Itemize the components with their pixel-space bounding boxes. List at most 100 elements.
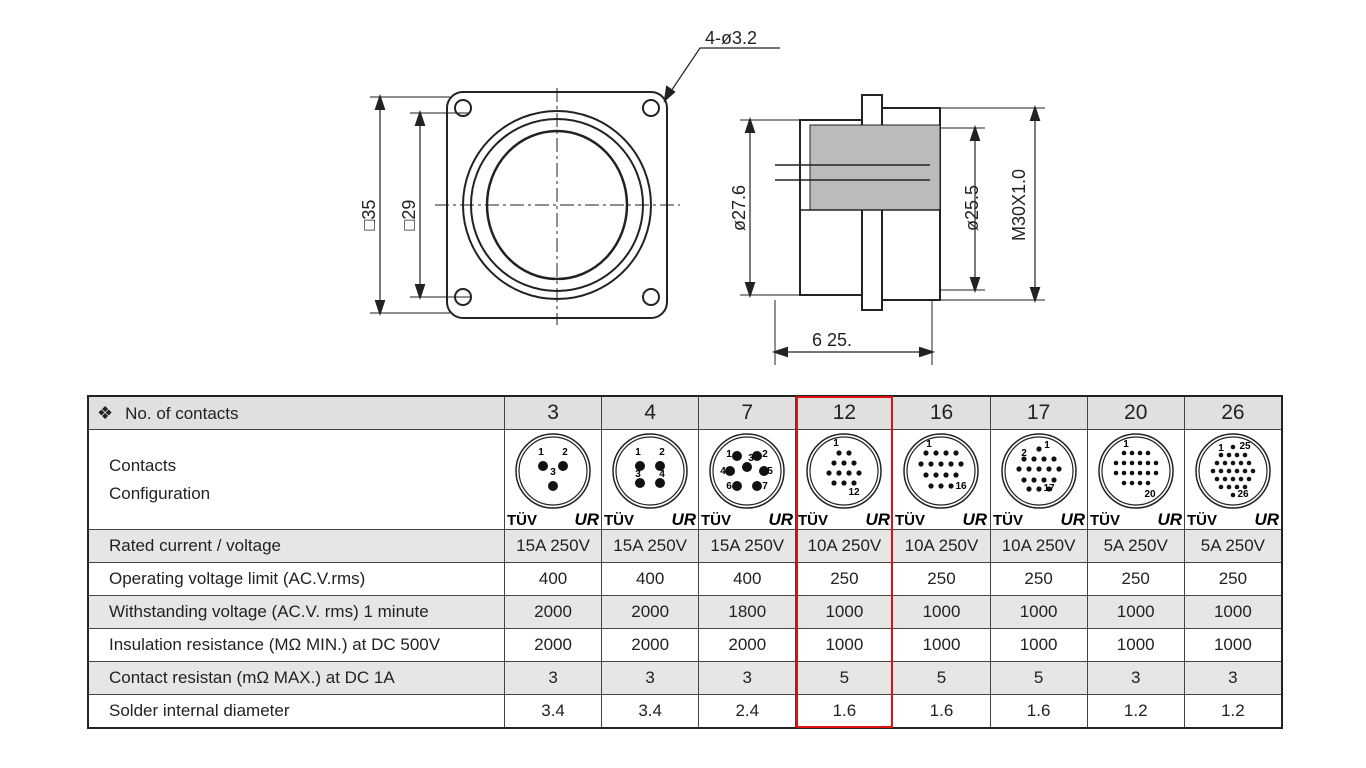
pin-dot (918, 461, 925, 467)
spec-value: 3 (1183, 661, 1283, 695)
diameter-25-dimension: ø25.5 (962, 185, 982, 231)
pin-dot (831, 460, 837, 466)
pin-dot (846, 470, 852, 476)
pin-dot (851, 480, 857, 486)
tuv-mark: TÜV (895, 512, 925, 528)
pin-number: 26 (1237, 489, 1249, 500)
pin-dot (1145, 480, 1151, 486)
tuv-mark: TÜV (701, 512, 731, 528)
tuv-mark: TÜV (993, 512, 1023, 528)
pin-dot (1025, 466, 1032, 472)
connector-outline-inner (712, 436, 782, 506)
thread-dimension: M30X1.0 (1009, 169, 1029, 241)
connector-outline (1000, 433, 1077, 509)
spec-value: 250 (989, 562, 1088, 596)
spec-row: Withstanding voltage (AC.V. rms) 1 minut… (87, 595, 1283, 629)
pin-dot (1246, 460, 1252, 466)
pin-dot (1121, 460, 1127, 466)
contacts-count-20: 20 (1086, 395, 1185, 430)
pin-dot (948, 461, 955, 467)
ur-mark: UR (672, 510, 697, 528)
spec-value: 1000 (1086, 628, 1185, 662)
pin-dot (635, 478, 646, 488)
pin-dot (928, 483, 935, 489)
spec-value: 2000 (601, 595, 700, 629)
ur-mark: UR (1157, 510, 1182, 528)
pin-dot (1113, 460, 1119, 466)
contacts-count-17: 17 (989, 395, 1088, 430)
pin-dot (938, 461, 945, 467)
pin-dot (742, 462, 753, 472)
spec-value: 2000 (601, 628, 700, 662)
hole-dimension: 4-ø3.2 (705, 28, 757, 48)
spec-value: 1.2 (1183, 694, 1283, 729)
pin-number: 17 (1043, 483, 1055, 494)
pin-dot (1242, 484, 1248, 490)
pin-dot (1121, 470, 1127, 476)
tuv-mark: TÜV (604, 512, 634, 528)
pin-dot (1020, 477, 1027, 483)
front-view (370, 47, 780, 325)
spec-value: 1000 (1086, 595, 1185, 629)
spec-value: 3 (503, 661, 603, 695)
pin-number: 4 (720, 466, 726, 477)
pin-dot (943, 472, 950, 478)
spec-value: 5 (892, 661, 991, 695)
pin-dot (943, 450, 950, 456)
pin-dot (1234, 484, 1240, 490)
connector-outline-inner (906, 436, 977, 506)
pin-number: 3 (635, 469, 641, 480)
pin-dot (953, 450, 960, 456)
pin-dot (841, 460, 847, 466)
pin-dot (1137, 470, 1143, 476)
pin-dot (1040, 456, 1047, 462)
pin-dot (1129, 470, 1135, 476)
spec-value: 2000 (503, 628, 603, 662)
connector-drawing: 4-ø3.2 □35 □29 ø27.6 ø25.5 M30X1.0 6 25. (359, 28, 1045, 365)
spec-value: 400 (503, 562, 603, 596)
spec-value: 3 (1086, 661, 1185, 695)
pin-dot (1234, 452, 1240, 458)
spec-value: 5A 250V (1183, 529, 1283, 563)
pin-dot (831, 480, 837, 486)
pin-dot (1137, 450, 1143, 456)
side-view (740, 94, 1045, 365)
connector-outline-inner (1198, 436, 1268, 506)
pin-dot (1226, 468, 1232, 474)
pin-dot (856, 470, 862, 476)
spec-value: 1.6 (989, 694, 1088, 729)
pin-dot (1050, 477, 1057, 483)
spec-value: 1000 (1183, 595, 1283, 629)
spec-value: 400 (601, 562, 700, 596)
pin-number: 25 (1239, 441, 1251, 452)
pin-dot (1238, 460, 1244, 466)
pin-dot (752, 481, 763, 491)
pin-number: 20 (1144, 489, 1156, 500)
pin-dot (732, 481, 743, 491)
ur-mark: UR (769, 510, 794, 528)
pin-dot (953, 472, 960, 478)
spec-value: 1000 (989, 628, 1088, 662)
connector-outline-inner (615, 436, 685, 506)
spec-value: 250 (1086, 562, 1185, 596)
spec-value: 5A 250V (1086, 529, 1185, 563)
connector-outline-inner (1101, 436, 1171, 506)
spec-value: 5 (795, 661, 894, 695)
pin-dot (732, 451, 743, 461)
pin-number: 12 (849, 487, 861, 498)
spec-value: 15A 250V (503, 529, 603, 563)
pin-dot (1214, 460, 1220, 466)
pin-dot (1226, 484, 1232, 490)
spec-value: 1000 (892, 628, 991, 662)
pin-number: 6 (726, 481, 732, 492)
pin-dot (558, 461, 569, 471)
pin-dot (1222, 460, 1228, 466)
pin-dot (1226, 452, 1232, 458)
pin-number: 1 (1123, 439, 1129, 450)
pin-dot (1218, 484, 1224, 490)
